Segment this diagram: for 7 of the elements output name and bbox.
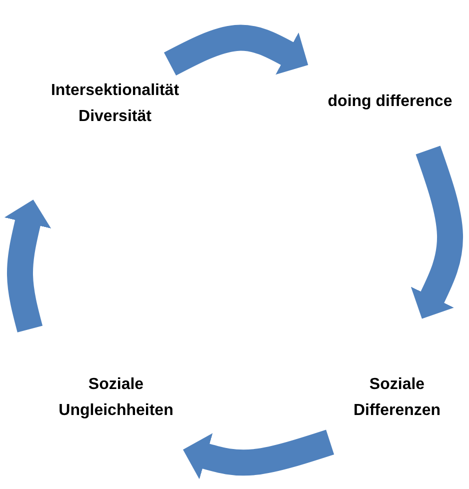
node-label: doing difference: [326, 92, 454, 112]
curved-arrow: [410, 146, 463, 319]
node-label: Soziale Differenzen: [352, 375, 442, 421]
curved-arrow: [4, 200, 52, 332]
node-label: Soziale Ungleichheiten: [58, 375, 174, 421]
curved-arrow: [182, 430, 334, 480]
node-label: Intersektionalität Diversität: [50, 81, 180, 127]
